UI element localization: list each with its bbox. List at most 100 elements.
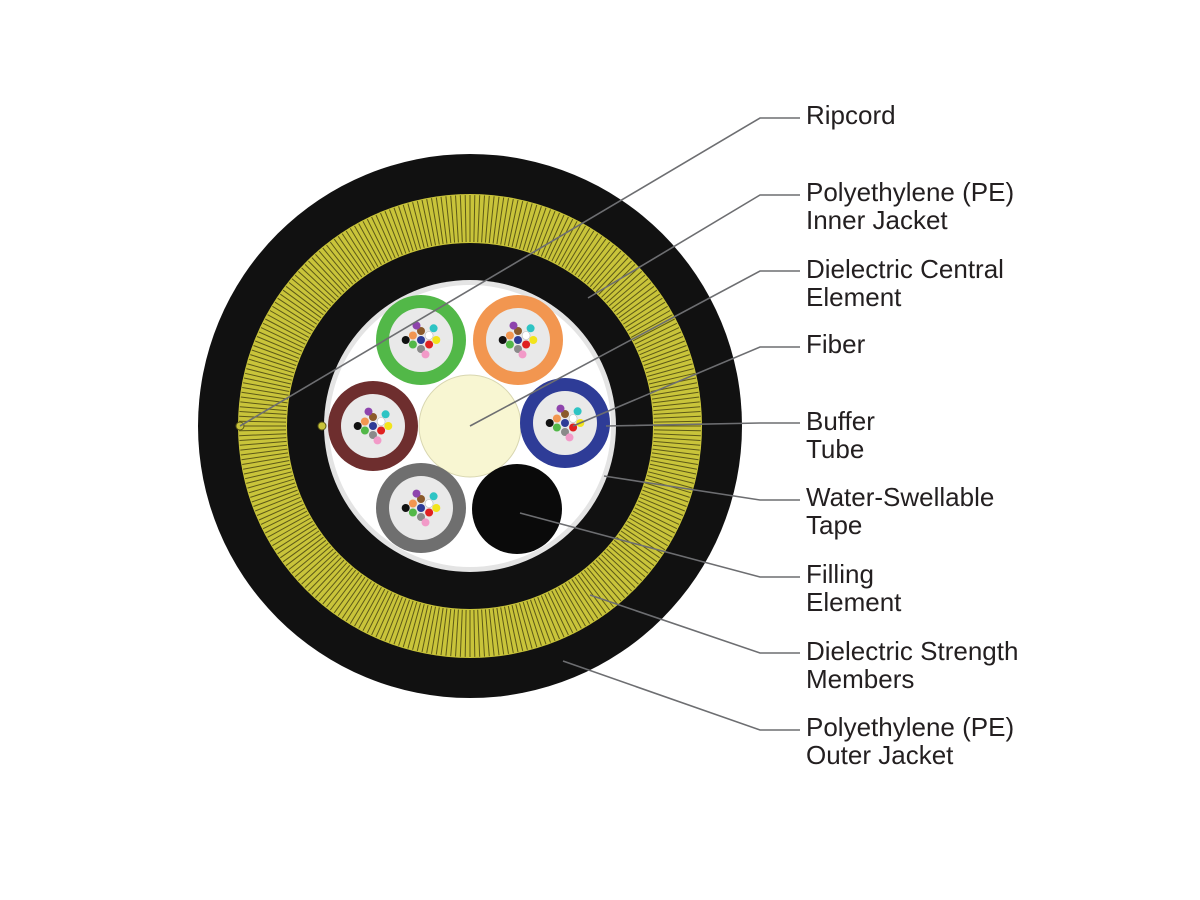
yarn-strand bbox=[301, 267, 337, 301]
yarn-strand bbox=[613, 282, 652, 313]
yarn-strand bbox=[375, 593, 396, 638]
fiber bbox=[408, 340, 417, 349]
fiber bbox=[360, 417, 369, 426]
yarn-strand bbox=[652, 401, 700, 408]
yarn-strand bbox=[329, 572, 360, 611]
yarn-strand bbox=[473, 195, 476, 243]
yarn-strand bbox=[311, 559, 345, 595]
yarn-strand bbox=[481, 195, 485, 243]
yarn-strand bbox=[648, 372, 696, 385]
fiber bbox=[556, 404, 565, 413]
yarn-strand bbox=[601, 554, 636, 588]
leader-ripcord bbox=[239, 117, 800, 427]
yarn-strand bbox=[623, 297, 663, 325]
yarn-strand bbox=[248, 358, 295, 374]
yarn-strand bbox=[526, 206, 542, 252]
yarn-strand bbox=[445, 196, 452, 244]
yarn-strand bbox=[592, 562, 625, 599]
yarn-strand bbox=[496, 197, 505, 245]
fiber bbox=[369, 422, 377, 430]
yarn-strand bbox=[644, 482, 690, 498]
yarn-strand bbox=[648, 471, 694, 484]
yarn-strand bbox=[642, 345, 687, 363]
yarn-strand bbox=[580, 572, 611, 611]
yarn-strand bbox=[440, 608, 448, 656]
yarn-strand bbox=[393, 207, 410, 253]
yarn-strand bbox=[402, 204, 418, 251]
yarn-strand bbox=[651, 391, 699, 400]
yarn-strand bbox=[496, 607, 505, 655]
yarn-strand bbox=[333, 238, 363, 278]
yarn-strand bbox=[586, 567, 618, 605]
yarn-strand bbox=[606, 548, 643, 581]
yarn-strand bbox=[580, 241, 611, 280]
yarn-strand bbox=[267, 314, 310, 338]
yarn-strand bbox=[239, 437, 287, 441]
yarn-strand bbox=[435, 607, 444, 655]
yarn-strand bbox=[380, 595, 400, 640]
yarn-strand bbox=[240, 444, 288, 451]
yarn-strand bbox=[308, 557, 342, 592]
yarn-strand bbox=[653, 433, 701, 437]
yarn-strand bbox=[551, 218, 574, 262]
yarn-strand bbox=[648, 368, 694, 381]
yarn-strand bbox=[554, 588, 578, 631]
leader-water-swellable-tape bbox=[603, 475, 800, 501]
yarn-strand bbox=[251, 349, 297, 366]
yarn-strand bbox=[629, 310, 671, 335]
yarn-strand bbox=[537, 596, 556, 641]
fiber bbox=[381, 410, 390, 419]
yarn-strand bbox=[625, 524, 666, 551]
label-central-element: Dielectric Central Element bbox=[806, 254, 1004, 312]
fiber bbox=[421, 518, 430, 527]
fiber bbox=[417, 495, 425, 503]
yarn-strand bbox=[647, 475, 693, 489]
yarn-strand bbox=[366, 218, 389, 262]
yarn-strand bbox=[640, 493, 685, 512]
yarn-strand bbox=[651, 387, 698, 396]
fiber bbox=[353, 422, 362, 430]
yarn-strand bbox=[341, 579, 369, 619]
yarn-strand bbox=[435, 197, 444, 245]
label-fiber: Fiber bbox=[806, 329, 866, 359]
yarn-strand bbox=[519, 203, 533, 249]
leader-strength-members bbox=[589, 594, 800, 654]
yarn-strand bbox=[280, 530, 320, 559]
yarn-strand bbox=[242, 456, 289, 465]
yarn-strand bbox=[618, 533, 658, 563]
yarn-strand bbox=[288, 539, 327, 570]
yarn-strand bbox=[595, 559, 629, 595]
yarn-strand bbox=[636, 327, 680, 349]
orange-tube bbox=[473, 295, 563, 385]
yarn-strand bbox=[481, 609, 485, 657]
yarn-strand bbox=[519, 603, 533, 649]
buffer-tubes bbox=[328, 295, 610, 553]
yarn-strand bbox=[571, 233, 599, 273]
yarn-strand bbox=[239, 406, 287, 412]
yarn-strand bbox=[652, 396, 700, 404]
yarn-strand bbox=[652, 444, 700, 451]
yarn-strand bbox=[477, 195, 481, 243]
yarn-strand bbox=[288, 282, 327, 313]
yarn-strand bbox=[242, 387, 289, 396]
yarn-strand bbox=[412, 202, 425, 248]
fiber bbox=[521, 331, 531, 340]
yarn-strand bbox=[526, 600, 542, 646]
yarn-strand bbox=[634, 322, 678, 345]
fiber bbox=[421, 350, 430, 359]
fiber bbox=[401, 504, 410, 512]
yarn-strand bbox=[642, 489, 687, 507]
yarn-strand bbox=[592, 253, 625, 290]
yarn-strand bbox=[492, 196, 500, 244]
yarn-strand bbox=[459, 195, 463, 243]
yarn-strand bbox=[256, 336, 301, 356]
yarn-strand bbox=[301, 551, 337, 585]
label-water-swellable-tape: Water-Swellable Tape bbox=[806, 482, 995, 540]
yarn-strand bbox=[574, 236, 603, 276]
yarn-strand bbox=[256, 496, 301, 516]
yarn-strand bbox=[647, 363, 693, 377]
yarn-strand bbox=[291, 278, 329, 310]
yarn-strand bbox=[455, 195, 459, 243]
fiber bbox=[424, 499, 434, 508]
yarn-strand bbox=[558, 223, 582, 266]
